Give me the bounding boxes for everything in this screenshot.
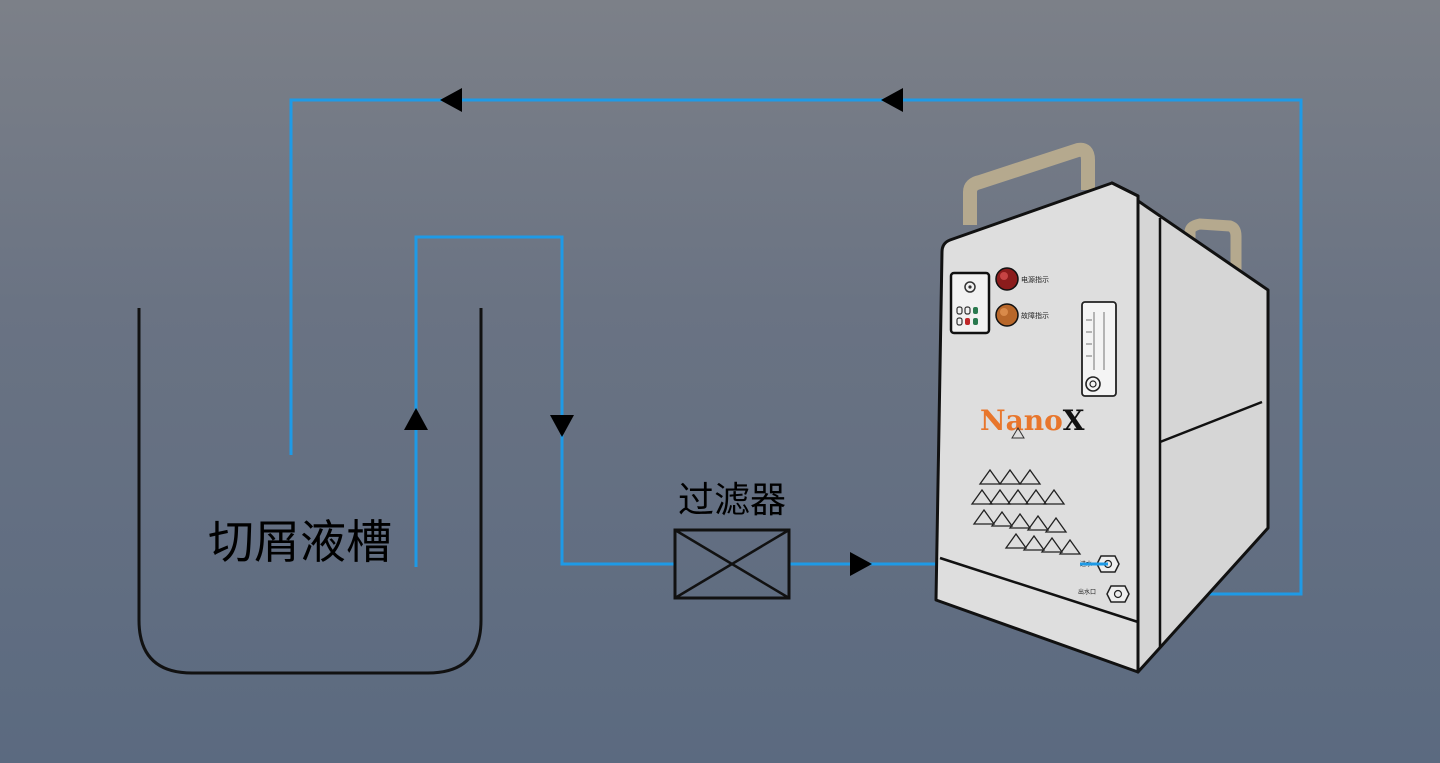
suction-pipe: [414, 235, 675, 567]
return-pipe: [289, 98, 1303, 596]
outlet-port: [1106, 585, 1130, 603]
tank-label: 切屑液槽: [208, 515, 392, 569]
coolant-tank: [137, 308, 483, 675]
brand-nano: Nano: [980, 404, 1063, 437]
brand-x: X: [1063, 404, 1085, 437]
filter-label: 过滤器: [678, 480, 786, 521]
vent-grille: [970, 468, 1082, 555]
power-indicator-label: 电源指示: [1021, 275, 1049, 284]
machine-handle-back: [1184, 218, 1242, 280]
brand-logo: NanoX: [980, 404, 1085, 437]
fault-indicator-light: [995, 303, 1019, 327]
flow-arrow-up: [404, 408, 428, 430]
control-panel: [949, 271, 991, 335]
outlet-port-label: 出水口: [1078, 588, 1096, 596]
flow-arrow-right: [850, 552, 872, 576]
flow-arrow-down: [550, 415, 574, 437]
machine-handle: [963, 142, 1095, 225]
flow-meter: [1081, 301, 1117, 397]
flow-arrow-top-right: [881, 88, 903, 112]
fault-indicator-label: 故障指示: [1021, 311, 1049, 320]
nanox-machine: 电源指示 故障指示 NanoX: [934, 142, 1270, 674]
power-indicator-light: [995, 267, 1019, 291]
filter-symbol: [673, 528, 791, 600]
flow-arrow-top-left: [440, 88, 462, 112]
